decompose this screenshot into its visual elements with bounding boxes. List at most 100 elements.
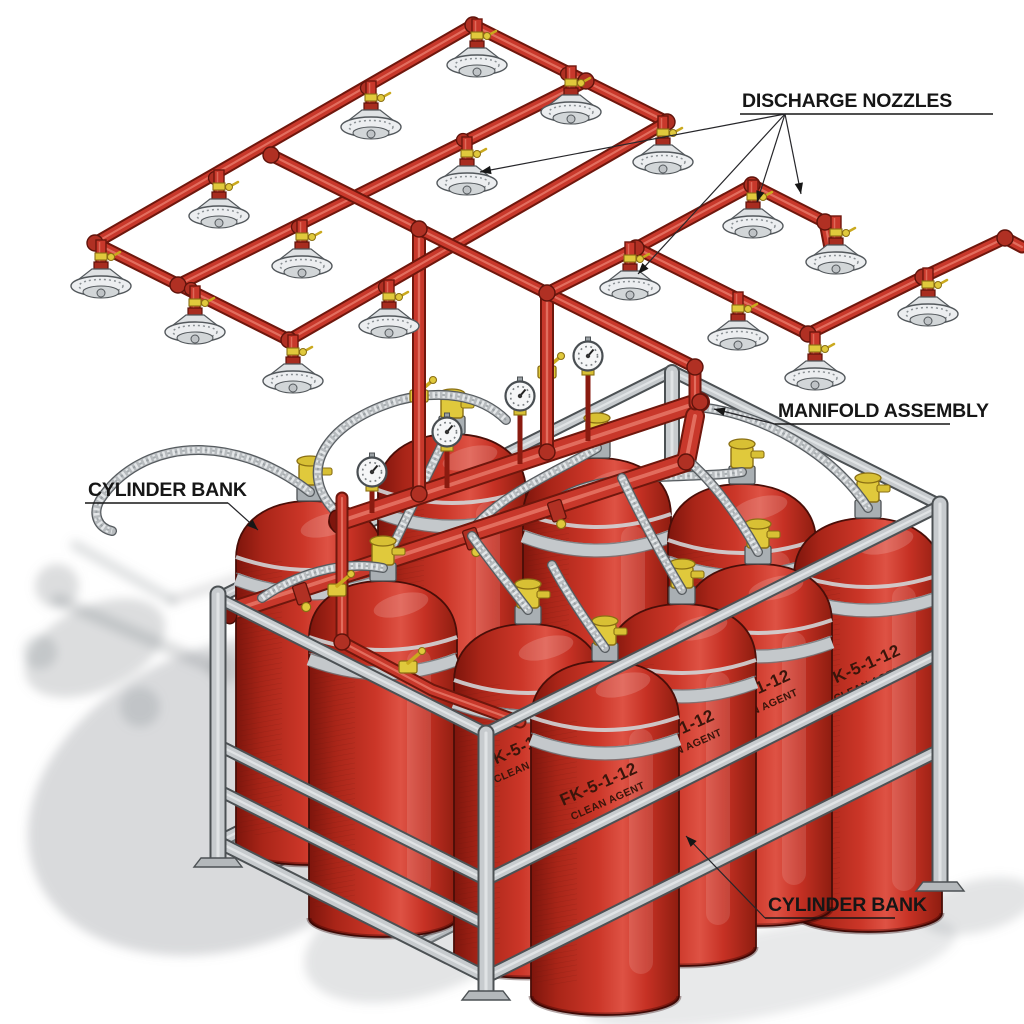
nozzle-disc-ticks xyxy=(607,280,653,296)
flex-hose-braid-shade xyxy=(473,447,598,529)
check-valve-nut xyxy=(301,601,312,613)
gauge-hub xyxy=(369,469,375,475)
leader-line xyxy=(756,113,786,203)
nozzle-valve xyxy=(623,254,637,263)
pipe-fitting xyxy=(677,453,695,471)
cylinder-dome-highlight xyxy=(373,592,429,618)
nozzle-disc-ticks xyxy=(270,373,316,389)
nozzle-disc-ticks xyxy=(715,330,761,346)
shadow-pipe-line xyxy=(70,540,177,605)
gauge-hub xyxy=(517,393,523,399)
distribution-pipe-sheen xyxy=(634,183,754,250)
discharge-nozzle xyxy=(805,215,867,275)
discharge-nozzle xyxy=(262,334,324,394)
nozzle-valve xyxy=(94,252,108,261)
leader-arrowhead xyxy=(794,182,803,194)
nozzle-valve-hub xyxy=(577,79,585,87)
nozzle-hub xyxy=(625,290,635,300)
nozzle-collar xyxy=(807,353,823,362)
discharge-nozzle xyxy=(358,279,420,339)
leader-line xyxy=(479,113,786,173)
cylinder-shoulder-ring xyxy=(667,538,817,555)
pipe-fitting xyxy=(996,229,1014,247)
pressure-gauge xyxy=(356,452,388,513)
label-cylinder-bank-left: CYLINDER BANK xyxy=(88,479,247,501)
gauge-ticks xyxy=(577,345,599,367)
nozzle-disc-ticks xyxy=(905,306,951,322)
gauge-ticks xyxy=(509,385,531,407)
cylinder-highlight xyxy=(892,586,916,891)
nozzle-hub xyxy=(214,218,224,228)
nozzle-collar xyxy=(563,87,579,96)
distribution-pipe-sheen xyxy=(93,23,475,245)
ball-valve-lever xyxy=(335,573,352,588)
flex-hose-braid xyxy=(549,563,608,650)
nozzle-hub xyxy=(462,185,472,195)
nozzle-valve-hub xyxy=(107,253,115,261)
cylinder-valve-wheel xyxy=(591,615,619,627)
cylinder-dome-highlight xyxy=(595,672,651,698)
ball-valve-lever xyxy=(406,650,423,665)
nozzle-collar xyxy=(655,137,671,146)
cylinder-bottom-rim xyxy=(306,917,460,940)
ball-valve-lever-tip xyxy=(428,375,438,385)
distribution-pipe-sheen xyxy=(176,79,588,287)
cylinder-valve-wheel xyxy=(369,535,397,547)
distribution-pipe-sheen xyxy=(806,236,1024,336)
callout-labels: DISCHARGE NOZZLES MANIFOLD ASSEMBLY CYLI… xyxy=(88,90,989,916)
leader-line xyxy=(637,113,786,275)
discharge-nozzle xyxy=(599,241,661,301)
nozzle-valve-hub xyxy=(395,293,403,301)
discharge-nozzle xyxy=(784,331,846,391)
nozzle-valve xyxy=(188,298,202,307)
nozzle-valve xyxy=(286,347,300,356)
rack-foot xyxy=(460,990,512,1001)
nozzle-collar xyxy=(187,307,203,316)
nozzle-valve xyxy=(808,344,822,353)
label-cylinder-bank-right: CYLINDER BANK xyxy=(768,894,927,916)
pipe-fitting xyxy=(169,276,187,294)
nozzle-valve xyxy=(212,182,226,191)
nozzle-valve xyxy=(460,149,474,158)
rack-foot xyxy=(192,857,244,868)
nozzle-hub xyxy=(472,67,482,77)
cylinder-valve-outlet xyxy=(750,450,765,459)
cylinder-shoulder-ring xyxy=(308,635,458,652)
front-branch-pipe-sheen xyxy=(340,496,522,724)
cylinder-dome-highlight xyxy=(518,635,574,661)
header-check-valve xyxy=(291,581,312,613)
nozzle-valve-hub xyxy=(842,229,850,237)
cylinder-highlight xyxy=(629,729,653,974)
pipe-fitting xyxy=(410,485,428,503)
leader-arrowhead xyxy=(480,165,492,175)
nozzle-valve-hub xyxy=(473,150,481,158)
nozzle-disc-ticks xyxy=(444,175,490,191)
nozzle-collar xyxy=(469,40,485,49)
discharge-nozzle xyxy=(70,239,132,299)
pressure-gauge xyxy=(431,412,463,488)
gauge-ticks xyxy=(361,461,383,483)
discharge-nozzle xyxy=(707,291,769,351)
leader-arrowhead xyxy=(714,407,726,416)
shadow-disc xyxy=(120,687,160,727)
nozzle-collar xyxy=(285,356,301,365)
rack-rail-sheen xyxy=(484,651,942,882)
pipe-fitting xyxy=(333,633,351,651)
cylinder-highlight xyxy=(407,649,431,896)
leader-line xyxy=(685,835,766,919)
nozzle-collar xyxy=(381,301,397,310)
cylinder-valve-wheel xyxy=(514,578,542,590)
manifold-assembly xyxy=(91,336,873,625)
nozzle-valve-hub xyxy=(299,348,307,356)
nozzle-valve xyxy=(829,228,843,237)
discharge-nozzles xyxy=(70,18,959,394)
nozzle-valve-hub xyxy=(201,299,209,307)
nozzle-collar xyxy=(920,289,936,298)
cylinder-collar-edge xyxy=(530,745,680,761)
discharge-nozzle xyxy=(164,285,226,345)
cylinder-valve-outlet xyxy=(536,590,551,599)
nozzle-disc-ticks xyxy=(366,318,412,334)
nozzle-disc-ticks xyxy=(172,324,218,340)
